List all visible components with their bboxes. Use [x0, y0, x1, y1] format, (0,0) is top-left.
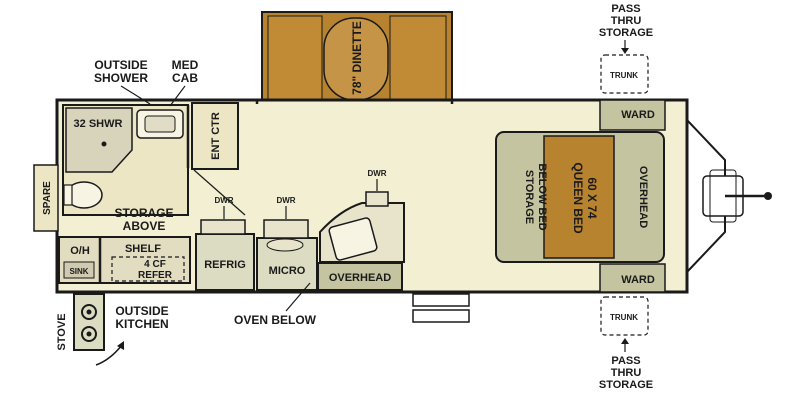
- outside-kitchen-label-2: KITCHEN: [115, 317, 168, 331]
- trunk-bottom-label: TRUNK: [610, 313, 638, 322]
- storage-below-bed-label-2: BELOW BED: [536, 163, 548, 230]
- wardrobe-top: [599, 99, 666, 131]
- queen-bed-label-1: QUEEN BED: [571, 162, 585, 234]
- drawer-right: [365, 191, 389, 207]
- pass-bottom-label-1: PASS: [611, 355, 640, 367]
- refer-label-1: 4 CF: [144, 259, 166, 270]
- spare-tire: SPARE: [33, 164, 59, 232]
- trunk-bottom: [600, 296, 649, 336]
- drawer-left: [200, 219, 246, 235]
- overhead-bed-label: OVERHEAD: [637, 166, 649, 228]
- drawer-mid: [263, 219, 309, 239]
- refer-label-2: REFER: [138, 270, 173, 281]
- dwr-mid-label: DWR: [276, 196, 295, 205]
- refrig-label: REFRIG: [204, 259, 246, 271]
- sink-label: SINK: [69, 267, 88, 276]
- ent-ctr-pointer: [193, 169, 246, 216]
- trunk-top: [600, 54, 649, 94]
- outside-stove: [73, 293, 105, 351]
- pass-bottom-label-2: THRU: [611, 367, 642, 379]
- shower-label: 32 SHWR: [74, 118, 123, 130]
- kitchen: REFRIG MICRO OVERHEAD DWR DWR DWR: [195, 169, 405, 291]
- trunk-top-label: TRUNK: [610, 71, 638, 80]
- shelf-label: SHELF: [125, 243, 161, 255]
- ward-bottom-label: WARD: [621, 274, 655, 286]
- queen-bed-label-2: 60 X 74: [585, 177, 599, 219]
- shower-drain: [101, 141, 107, 147]
- overhead-kitchen-label: OVERHEAD: [329, 272, 391, 284]
- dwr-right-label: DWR: [367, 169, 386, 178]
- outside-kitchen-label-1: OUTSIDE: [115, 304, 168, 318]
- micro-label: MICRO: [269, 265, 306, 277]
- storage-above-label-2: ABOVE: [123, 219, 166, 233]
- burner-icon: [81, 326, 97, 342]
- dinette-slideout: 78" DINETTE: [261, 11, 453, 105]
- med-cab-label-2: CAB: [172, 71, 198, 85]
- outside-shower-label-1: OUTSIDE: [94, 58, 147, 72]
- pass-top-label-1: PASS: [611, 3, 640, 15]
- wardrobe-bottom: [599, 263, 666, 293]
- storage-above-label-1: STORAGE: [114, 206, 173, 220]
- bedroom: WARD WARD QUEEN BED 60 X 74 STORAGE BELO…: [495, 99, 666, 293]
- pass-top-label-3: STORAGE: [599, 27, 653, 39]
- coupler-icon: [764, 192, 772, 200]
- pass-bottom-label-3: STORAGE: [599, 379, 653, 391]
- outside-kitchen-cabinet: O/H SINK SHELF 4 CF REFER: [58, 236, 191, 284]
- outside-shower-label-2: SHOWER: [94, 71, 148, 85]
- oh-label: O/H: [70, 245, 90, 257]
- bathroom: 32 SHWR: [62, 104, 190, 216]
- entertainment-center: ENT CTR: [191, 102, 239, 170]
- pass-top-label-2: THRU: [611, 15, 642, 27]
- dwr-left-label: DWR: [214, 196, 233, 205]
- queen-bed: [543, 135, 615, 259]
- trailer-hitch: [686, 119, 772, 273]
- dinette-label: 78" DINETTE: [350, 21, 364, 95]
- ent-ctr-label: ENT CTR: [210, 112, 222, 160]
- ward-top-label: WARD: [621, 109, 655, 121]
- med-cab-label-1: MED: [172, 58, 199, 72]
- storage-below-bed-label-1: STORAGE: [523, 170, 535, 224]
- kitchen-sink: [328, 217, 378, 261]
- entry-steps: [412, 293, 470, 323]
- spare-label: SPARE: [42, 181, 53, 215]
- burner-icon: [81, 304, 97, 320]
- stove-label: STOVE: [56, 313, 68, 350]
- shower-stall: [65, 107, 133, 173]
- oven-below-label: OVEN BELOW: [234, 313, 317, 327]
